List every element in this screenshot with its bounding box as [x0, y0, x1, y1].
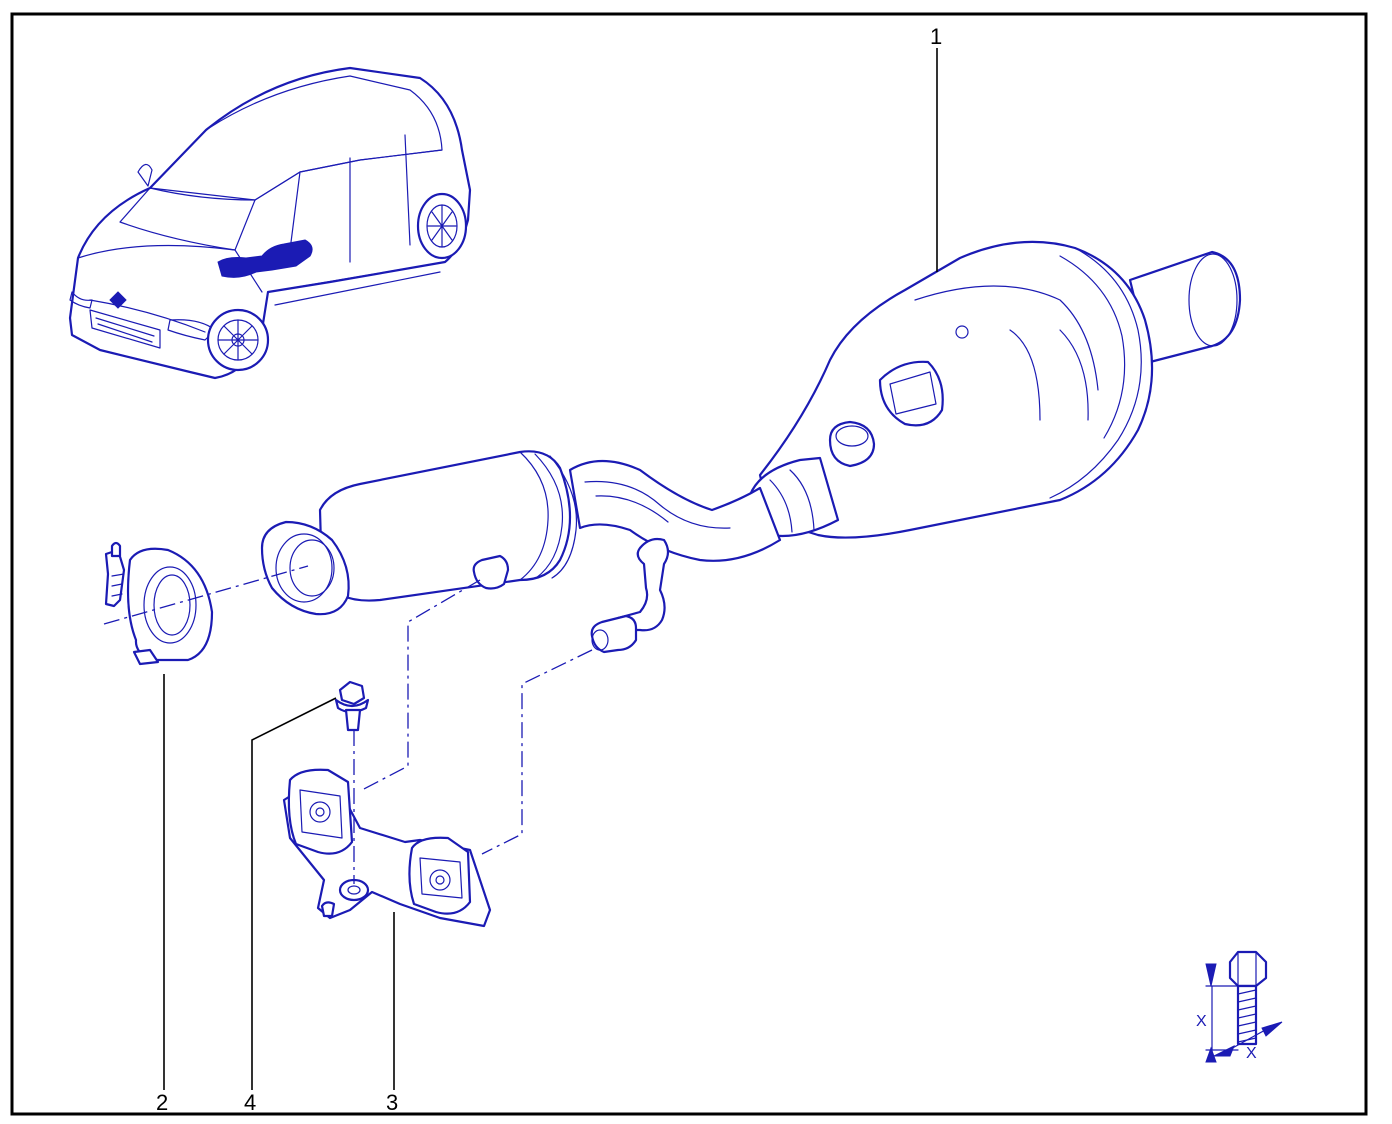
bolt-dimension-symbol: X X — [1196, 950, 1283, 1063]
leader-lines — [163, 48, 938, 1090]
assembly-axis-lines — [103, 565, 593, 884]
callout-1: 1 — [930, 24, 942, 49]
callout-2: 2 — [156, 1090, 168, 1115]
exhaust-hanger-bracket — [282, 768, 492, 928]
car-locator-illustration — [68, 66, 472, 380]
dimension-label-horizontal: X — [1246, 1045, 1257, 1062]
catalytic-converter-assembly — [260, 240, 1242, 654]
dimension-label-vertical: X — [1196, 1013, 1207, 1030]
diagram-frame — [10, 12, 1368, 1116]
exhaust-clamp-and-seal — [104, 541, 214, 666]
callout-4: 4 — [244, 1090, 256, 1115]
hanger-bolt — [334, 680, 370, 732]
callout-3: 3 — [386, 1090, 398, 1115]
